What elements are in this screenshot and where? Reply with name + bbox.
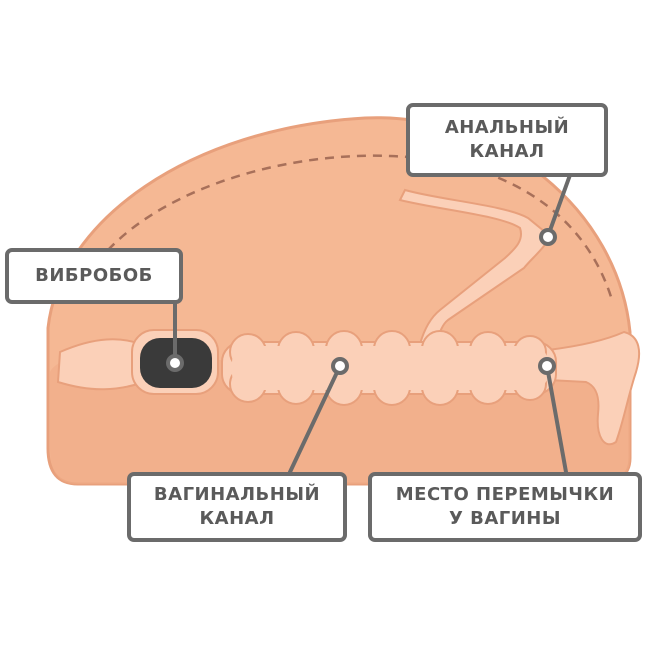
inner-contour-dashed [107, 154, 614, 301]
marker-dot-anal [539, 228, 557, 246]
label-anal-line1: АНАЛЬНЫЙ [444, 117, 570, 138]
label-anal-line2: КАНАЛ [469, 141, 545, 162]
label-bridge-point: МЕСТО ПЕРЕМЫЧКИ У ВАГИНЫ [368, 472, 642, 542]
vaginal-channel-core [232, 346, 548, 390]
leader-lines [173, 173, 572, 474]
label-vaginal-line2: КАНАЛ [199, 508, 275, 529]
label-vibrobob: ВИБРОБОБ [5, 248, 183, 304]
label-bridge-line1: МЕСТО ПЕРЕМЫЧКИ [395, 484, 615, 505]
label-vaginal-channel: ВАГИНАЛЬНЫЙ КАНАЛ [127, 472, 347, 542]
label-vaginal-line1: ВАГИНАЛЬНЫЙ [153, 484, 321, 505]
marker-dot-bridge [538, 357, 556, 375]
vaginal-opening [547, 330, 641, 446]
label-bridge-line2: У ВАГИНЫ [448, 508, 562, 529]
marker-dot-vibrobob [166, 354, 184, 372]
marker-dots [166, 228, 557, 375]
label-anal-channel: АНАЛЬНЫЙ КАНАЛ [406, 103, 608, 177]
label-vibrobob-line1: ВИБРОБОБ [35, 265, 153, 286]
marker-dot-vaginal [331, 357, 349, 375]
